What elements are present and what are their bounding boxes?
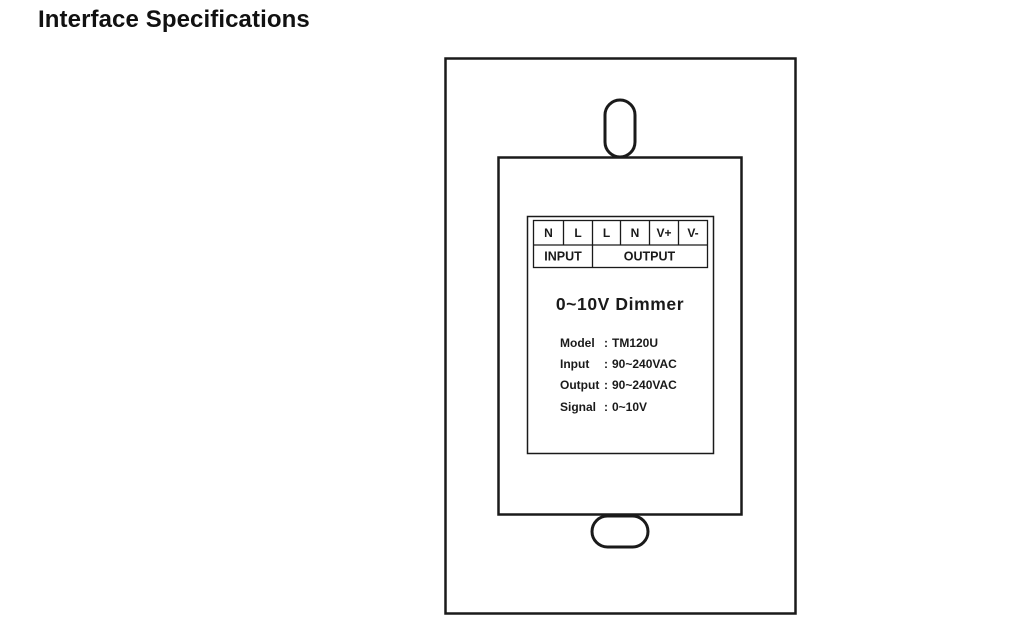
terminal-label: V- (687, 226, 698, 240)
terminal-label: L (574, 226, 581, 240)
spec-label-signal: Signal (560, 400, 596, 414)
spec-value-input: 90~240VAC (612, 357, 677, 371)
wall-plate-outline (444, 57, 797, 615)
terminal-block (532, 219, 709, 269)
page-title: Interface Specifications (38, 6, 310, 33)
top-mounting-slot (603, 98, 637, 159)
spec-separator: : (604, 400, 608, 414)
terminal-label: N (631, 226, 640, 240)
spec-separator: : (604, 378, 608, 392)
terminal-label: V+ (656, 226, 671, 240)
spec-separator: : (604, 336, 608, 350)
terminal-label: L (603, 226, 610, 240)
input-group-label: INPUT (544, 250, 582, 264)
label-plate (526, 215, 715, 455)
spec-label-output: Output (560, 378, 599, 392)
product-name: 0~10V Dimmer (556, 294, 684, 314)
spec-value-output: 90~240VAC (612, 378, 677, 392)
bottom-mounting-slot (590, 514, 650, 549)
terminal-label: N (544, 226, 553, 240)
spec-value-model: TM120U (612, 336, 658, 350)
spec-value-signal: 0~10V (612, 400, 647, 414)
spec-separator: : (604, 357, 608, 371)
spec-label-model: Model (560, 336, 595, 350)
spec-list: Model : TM120U Input : 90~240VAC Output … (560, 336, 677, 414)
output-group-label: OUTPUT (624, 250, 676, 264)
spec-label-input: Input (560, 357, 589, 371)
